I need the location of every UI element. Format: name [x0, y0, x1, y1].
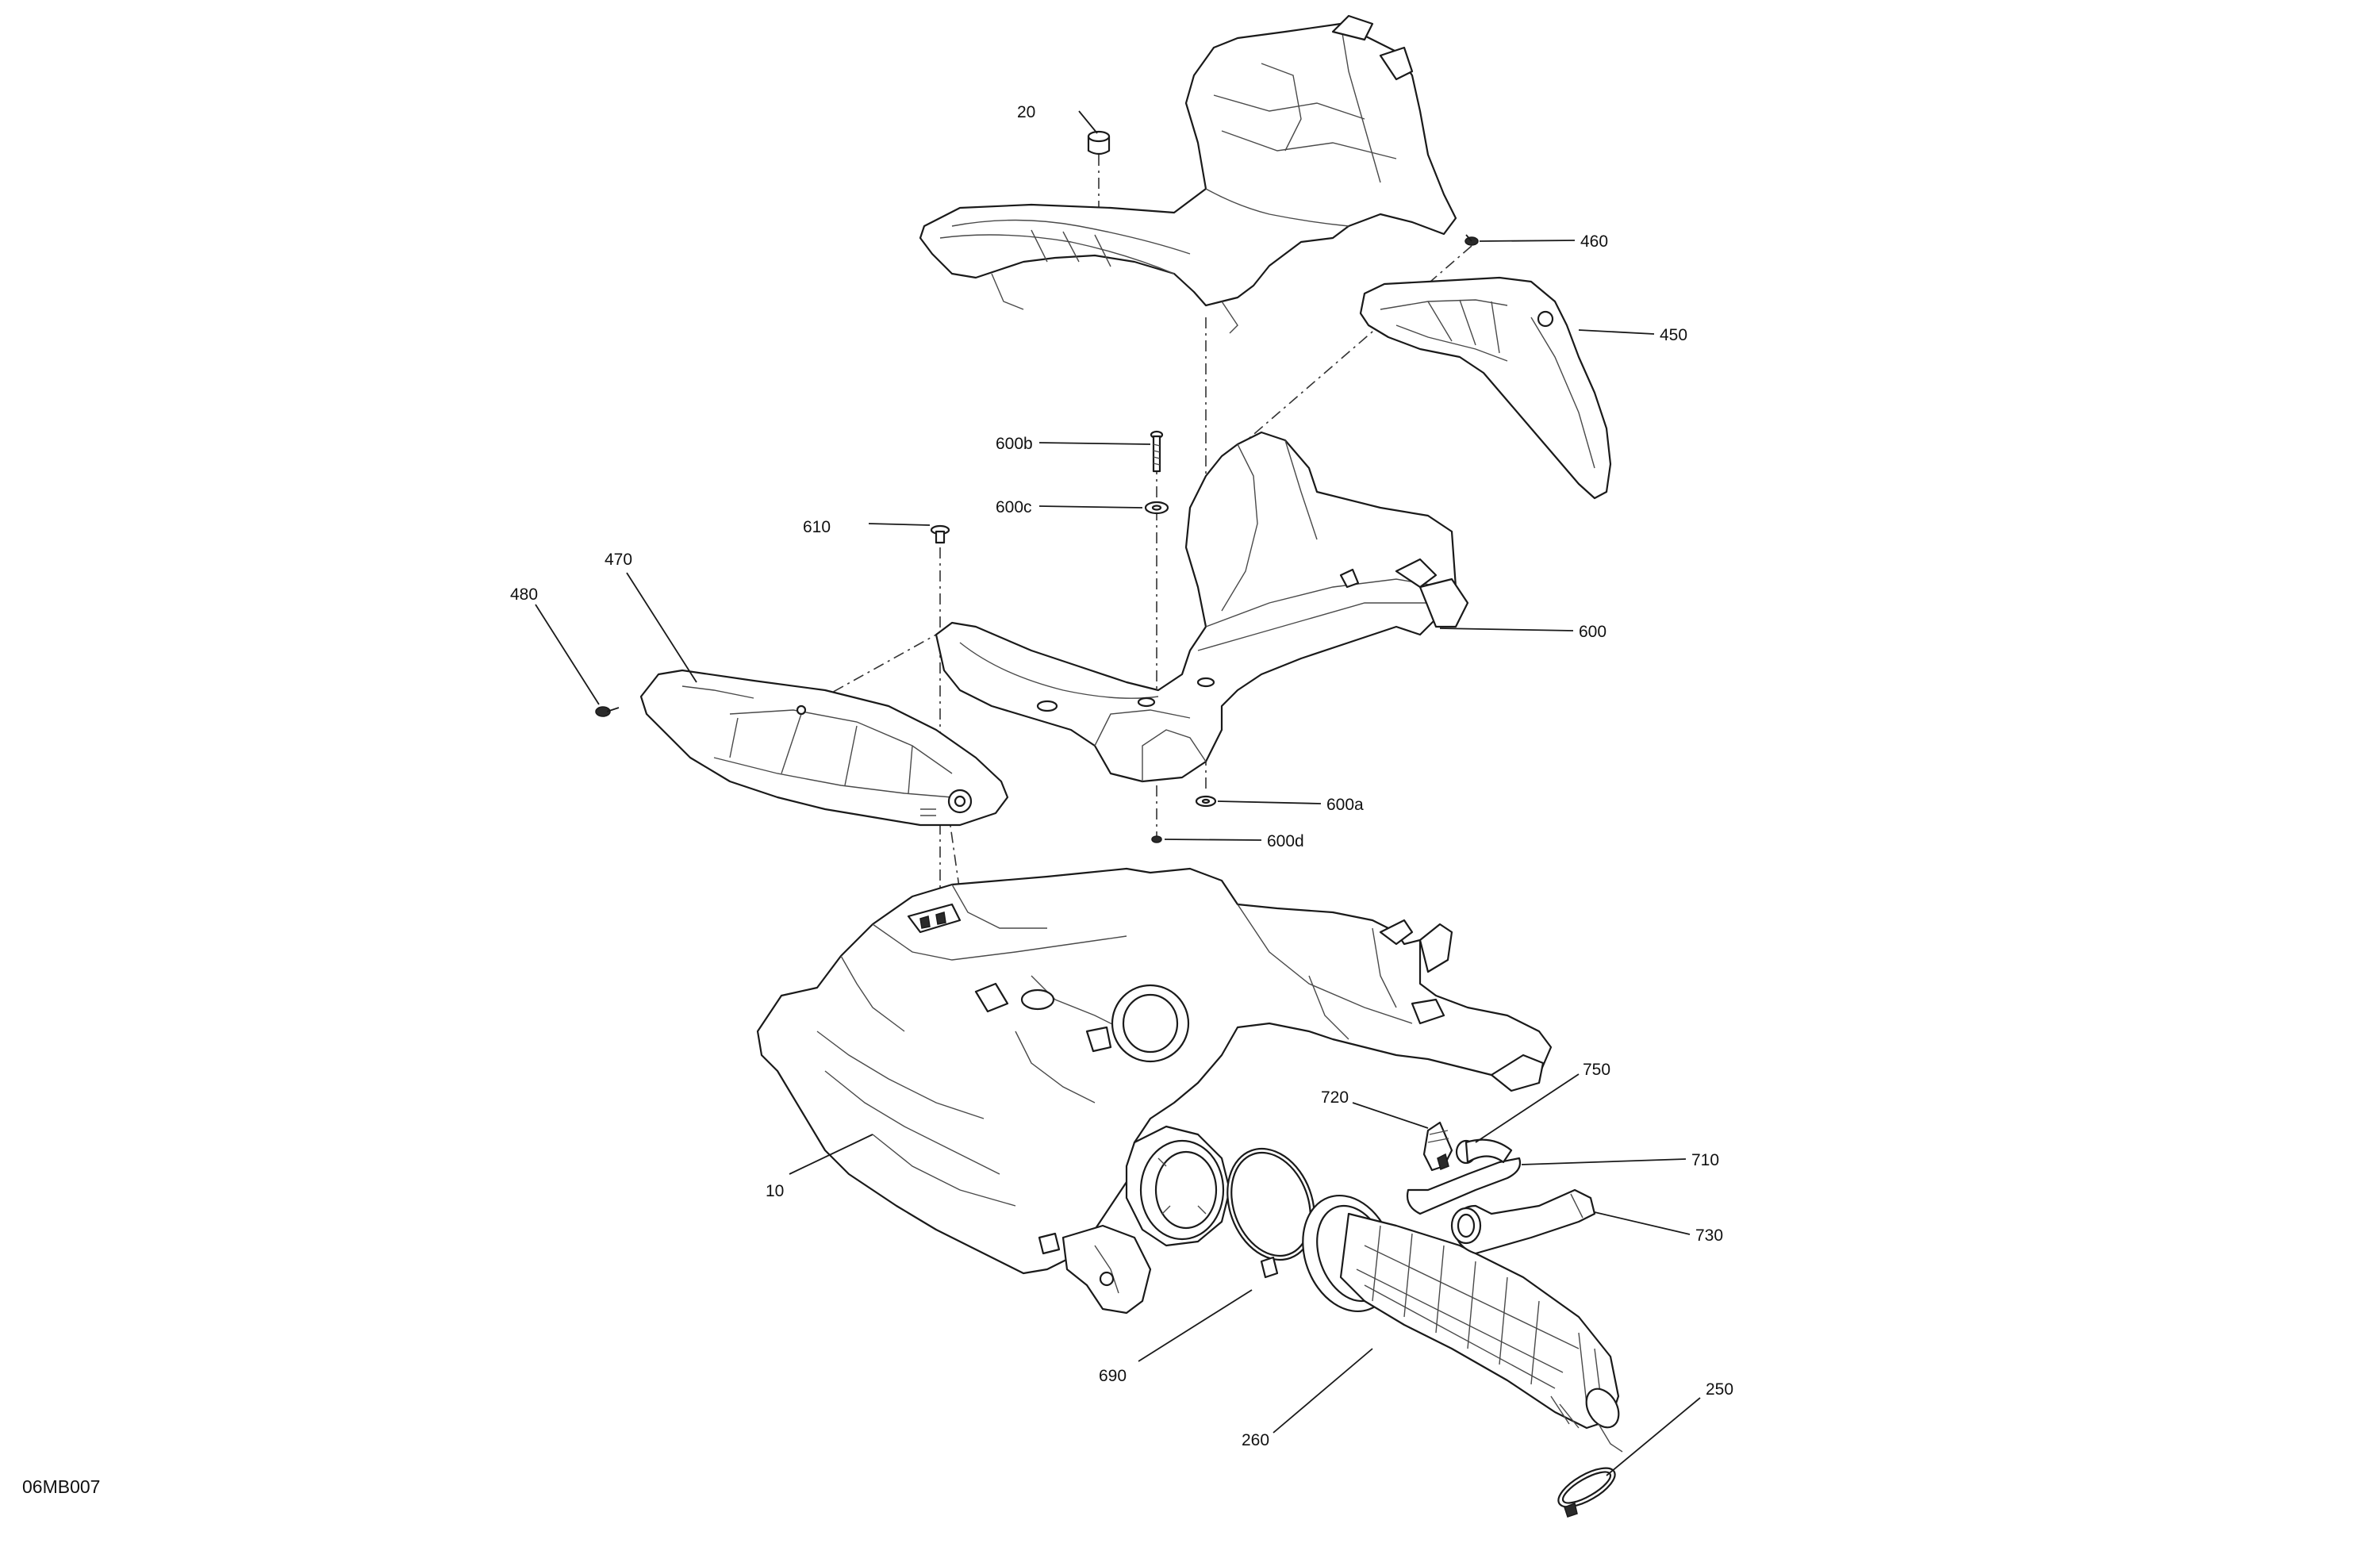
leader-lines [535, 110, 1701, 1476]
part-20-cap [1087, 130, 1111, 155]
callout-600d: 600d [1267, 832, 1304, 850]
part-600a-washer [1195, 795, 1217, 808]
callout-730: 730 [1695, 1226, 1723, 1245]
callout-710: 710 [1691, 1151, 1719, 1169]
part-470-side-panel [639, 669, 1009, 827]
part-600d-nut [1151, 835, 1162, 843]
callout-600: 600 [1579, 623, 1606, 641]
callout-260: 260 [1242, 1431, 1269, 1449]
callout-250: 250 [1706, 1380, 1733, 1399]
part-480-screw [595, 706, 620, 717]
part-460-screw [1464, 234, 1479, 246]
figure-reference: 06MB007 [22, 1476, 100, 1497]
callout-10: 10 [766, 1182, 784, 1200]
part-600b-bolt [1150, 430, 1164, 473]
callout-610: 610 [803, 518, 831, 536]
callout-labels: 20 460 450 600b 600c 610 470 480 600 600… [510, 103, 1733, 1449]
part-250-clamp [1557, 1467, 1616, 1518]
part-260-intake-duct [1302, 1194, 1623, 1453]
part-750-tube [1406, 1138, 1522, 1215]
part-730-elbow-hose [1450, 1188, 1596, 1255]
callout-470: 470 [605, 551, 632, 569]
callout-690: 690 [1099, 1367, 1127, 1385]
callout-600a: 600a [1326, 796, 1364, 814]
part-10-intake-housing [756, 867, 1553, 1315]
callout-20: 20 [1017, 103, 1035, 121]
part-690-clamp [1226, 1147, 1315, 1279]
part-450-side-panel [1359, 276, 1612, 500]
part-600c-washer [1144, 501, 1169, 515]
callout-450: 450 [1660, 326, 1687, 344]
callout-600b: 600b [996, 435, 1033, 453]
callout-480: 480 [510, 585, 538, 604]
part-720-fitting [1422, 1121, 1453, 1172]
upper-console-cover [919, 14, 1457, 334]
callout-720: 720 [1321, 1088, 1349, 1107]
part-600-center-body [935, 431, 1469, 783]
callout-750: 750 [1583, 1061, 1610, 1079]
callout-600c: 600c [996, 498, 1032, 516]
callout-460: 460 [1580, 232, 1608, 251]
part-610-fastener [930, 524, 950, 544]
